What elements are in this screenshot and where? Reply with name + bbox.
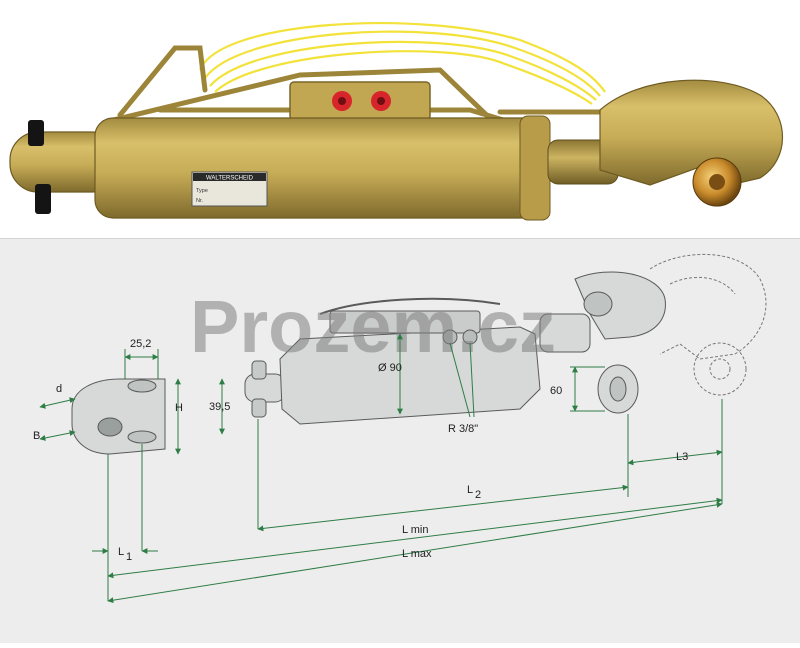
label-25-2: 25,2: [130, 338, 151, 350]
dimension-lines: [39, 333, 723, 604]
label-60: 60: [550, 385, 562, 397]
pin-bottom: [35, 184, 51, 214]
label-l2-sub: 2: [475, 489, 481, 501]
label-l1-sub: 1: [126, 551, 132, 563]
label-lmax: L max: [402, 548, 432, 560]
nameplate: WALTERSCHEID Type Nr.: [191, 171, 268, 207]
hook-end: [599, 79, 783, 207]
hose: [198, 22, 606, 105]
pin-top: [28, 120, 44, 146]
photo-illustration: WALTERSCHEID Type Nr.: [9, 22, 783, 221]
label-l2: L: [467, 484, 473, 496]
label-diameter-90: Ø 90: [378, 362, 402, 374]
label-39-5: 39,5: [209, 401, 230, 413]
ball-drawing: [597, 364, 639, 414]
label-h: H: [175, 402, 183, 414]
cylinder-body: [94, 117, 546, 219]
label-l3: L3: [676, 451, 688, 463]
clevis-drawing: [71, 378, 166, 455]
plate-line-type: Type: [196, 188, 208, 194]
technical-drawing: Prozem.cz: [0, 238, 800, 643]
toplink-drawing: [244, 271, 666, 425]
plate-brand: WALTERSCHEID: [206, 176, 254, 182]
plate-line-nr: Nr.: [196, 198, 204, 204]
watermark: Prozem.cz: [190, 285, 556, 368]
label-l1: L: [118, 546, 124, 558]
hitch-outline: [649, 254, 767, 396]
label-d: d: [56, 383, 62, 395]
hydraulic-top-link-photo: WALTERSCHEID Type Nr.: [0, 0, 800, 238]
label-lmin: L min: [402, 524, 429, 536]
drawing-svg: Prozem.cz: [33, 254, 767, 604]
label-b: B: [33, 430, 40, 442]
label-r-3-8: R 3/8": [448, 423, 478, 435]
valve-block: [289, 81, 431, 121]
